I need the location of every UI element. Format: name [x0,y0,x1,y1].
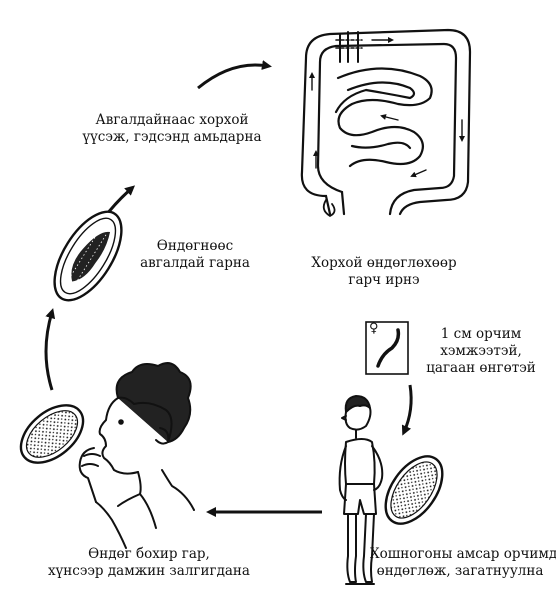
caption-lay-eggs-line-1: Хошногоны амсар орчимд [370,546,556,562]
caption-worms-exit: Хорхой өндөглөхөөр гарч ирнэ [304,255,464,289]
caption-worms-exit-line-2: гарч ирнэ [348,272,420,288]
arrow-to-intestine [197,60,272,90]
arrow-to-larva-egg [44,308,56,391]
egg-near-hand-drawing [19,404,85,464]
caption-hand-mouth-line-2: хүнсээр дамжин залгигдана [48,563,250,579]
caption-size-line-3: цагаан өнгөтэй [426,360,536,376]
egg-near-child-drawing [384,455,444,525]
caption-lay-eggs-line-2: өндөглөж, загатнуулна [376,563,544,579]
female-symbol-icon: ♀ [369,321,379,336]
caption-swallow-line-1: Авгалдайнаас хорхой [95,112,249,128]
caption-size-line-1: 1 см орчим [440,326,522,342]
egg-with-larva-drawing [53,210,123,302]
caption-worms-exit-line-1: Хорхой өндөглөхөөр [311,255,457,271]
caption-size: 1 см орчим хэмжээтэй, цагаан өнгөтэй [416,326,546,377]
caption-hand-mouth-line-1: Өндөг бохир гар, [88,546,210,562]
child-eating-drawing [78,362,195,549]
caption-lay-eggs: Хошногоны амсар орчимд өндөглөж, загатну… [370,546,556,580]
caption-larva-hatch-line-2: авгалдай гарна [140,255,250,271]
arrow-to-child [401,384,413,436]
caption-swallow: Авгалдайнаас хорхой үүсэж, гэдсэнд амьда… [82,112,262,146]
caption-size-line-2: хэмжээтэй, [440,343,522,359]
caption-swallow-line-2: үүсэж, гэдсэнд амьдарна [82,129,262,145]
intestine-drawing [300,28,472,218]
standing-child-drawing [338,395,384,585]
caption-larva-hatch: Өндөгнөөс авгалдай гарна [130,238,260,272]
caption-hand-mouth: Өндөг бохир гар, хүнсээр дамжин залгигда… [44,546,254,580]
female-worm-box [365,321,409,375]
caption-larva-hatch-line-1: Өндөгнөөс [156,238,234,254]
